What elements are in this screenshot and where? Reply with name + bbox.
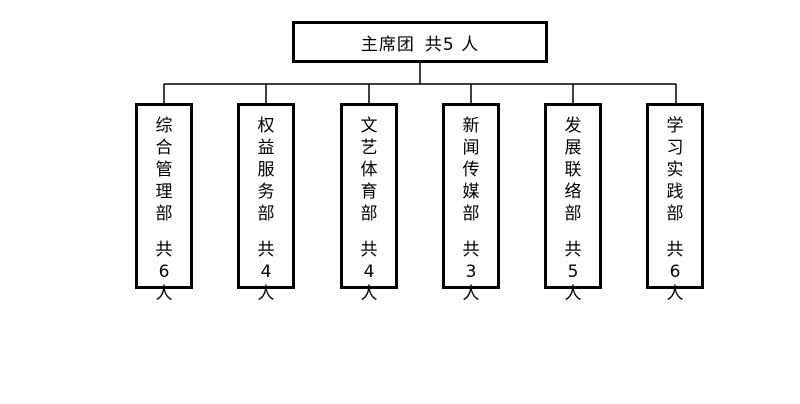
dept-node-study-practice: 学习实践部 共6人: [646, 103, 704, 304]
root-node-count: 共5 人: [424, 34, 480, 55]
dept-count: 共4人: [257, 240, 275, 304]
dept-name: 发展联络部: [564, 116, 582, 224]
dept-name: 新闻传媒部: [462, 116, 480, 224]
dept-count: 共3人: [462, 240, 480, 304]
dept-name: 学习实践部: [666, 116, 684, 224]
dept-name: 综合管理部: [155, 116, 173, 224]
root-node-presidium: 主席团 共5 人: [292, 21, 548, 63]
dept-name: 文艺体育部: [360, 116, 378, 224]
dept-node-general-management: 综合管理部 共6人: [135, 103, 193, 304]
dept-count: 共5人: [564, 240, 582, 304]
root-node-label: 主席团: [360, 34, 415, 55]
dept-node-news-media: 新闻传媒部 共3人: [442, 103, 500, 304]
dept-count: 共4人: [360, 240, 378, 304]
dept-count: 共6人: [155, 240, 173, 304]
dept-count: 共6人: [666, 240, 684, 304]
dept-node-arts-sports: 文艺体育部 共4人: [340, 103, 398, 304]
dept-node-rights-services: 权益服务部 共4人: [237, 103, 295, 304]
dept-node-development-liaison: 发展联络部 共5人: [544, 103, 602, 304]
dept-name: 权益服务部: [257, 116, 275, 224]
